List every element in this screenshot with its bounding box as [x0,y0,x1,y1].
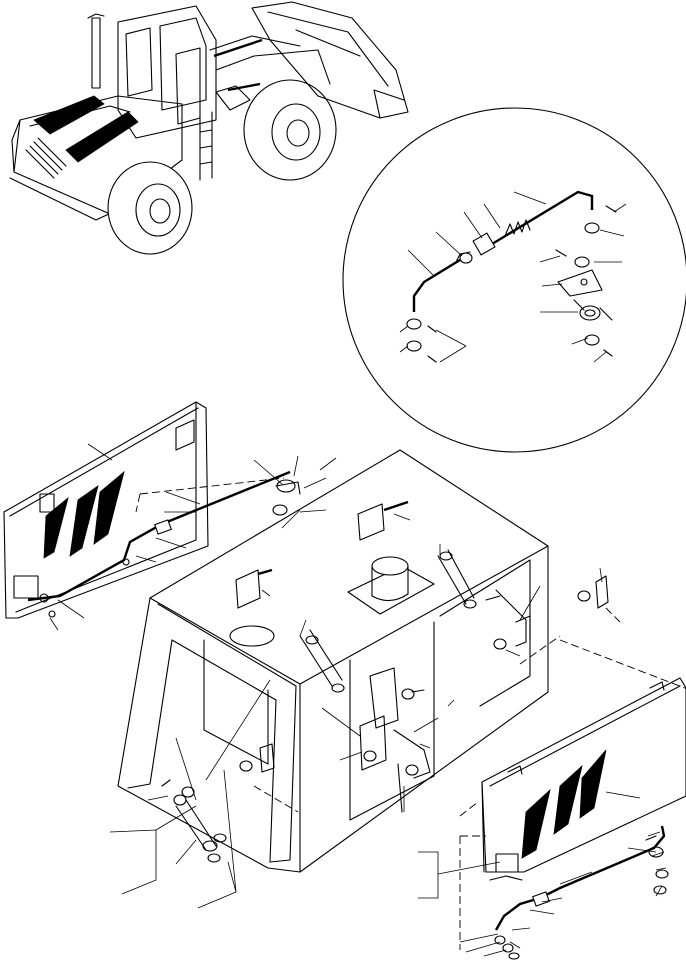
left-side-panel [3,401,337,631]
detail-circle [342,107,686,453]
bottom-left-latch [109,769,237,909]
right-side-panel [418,677,686,960]
engine-hood [117,449,686,873]
wheel-loader-illustration [9,1,409,255]
